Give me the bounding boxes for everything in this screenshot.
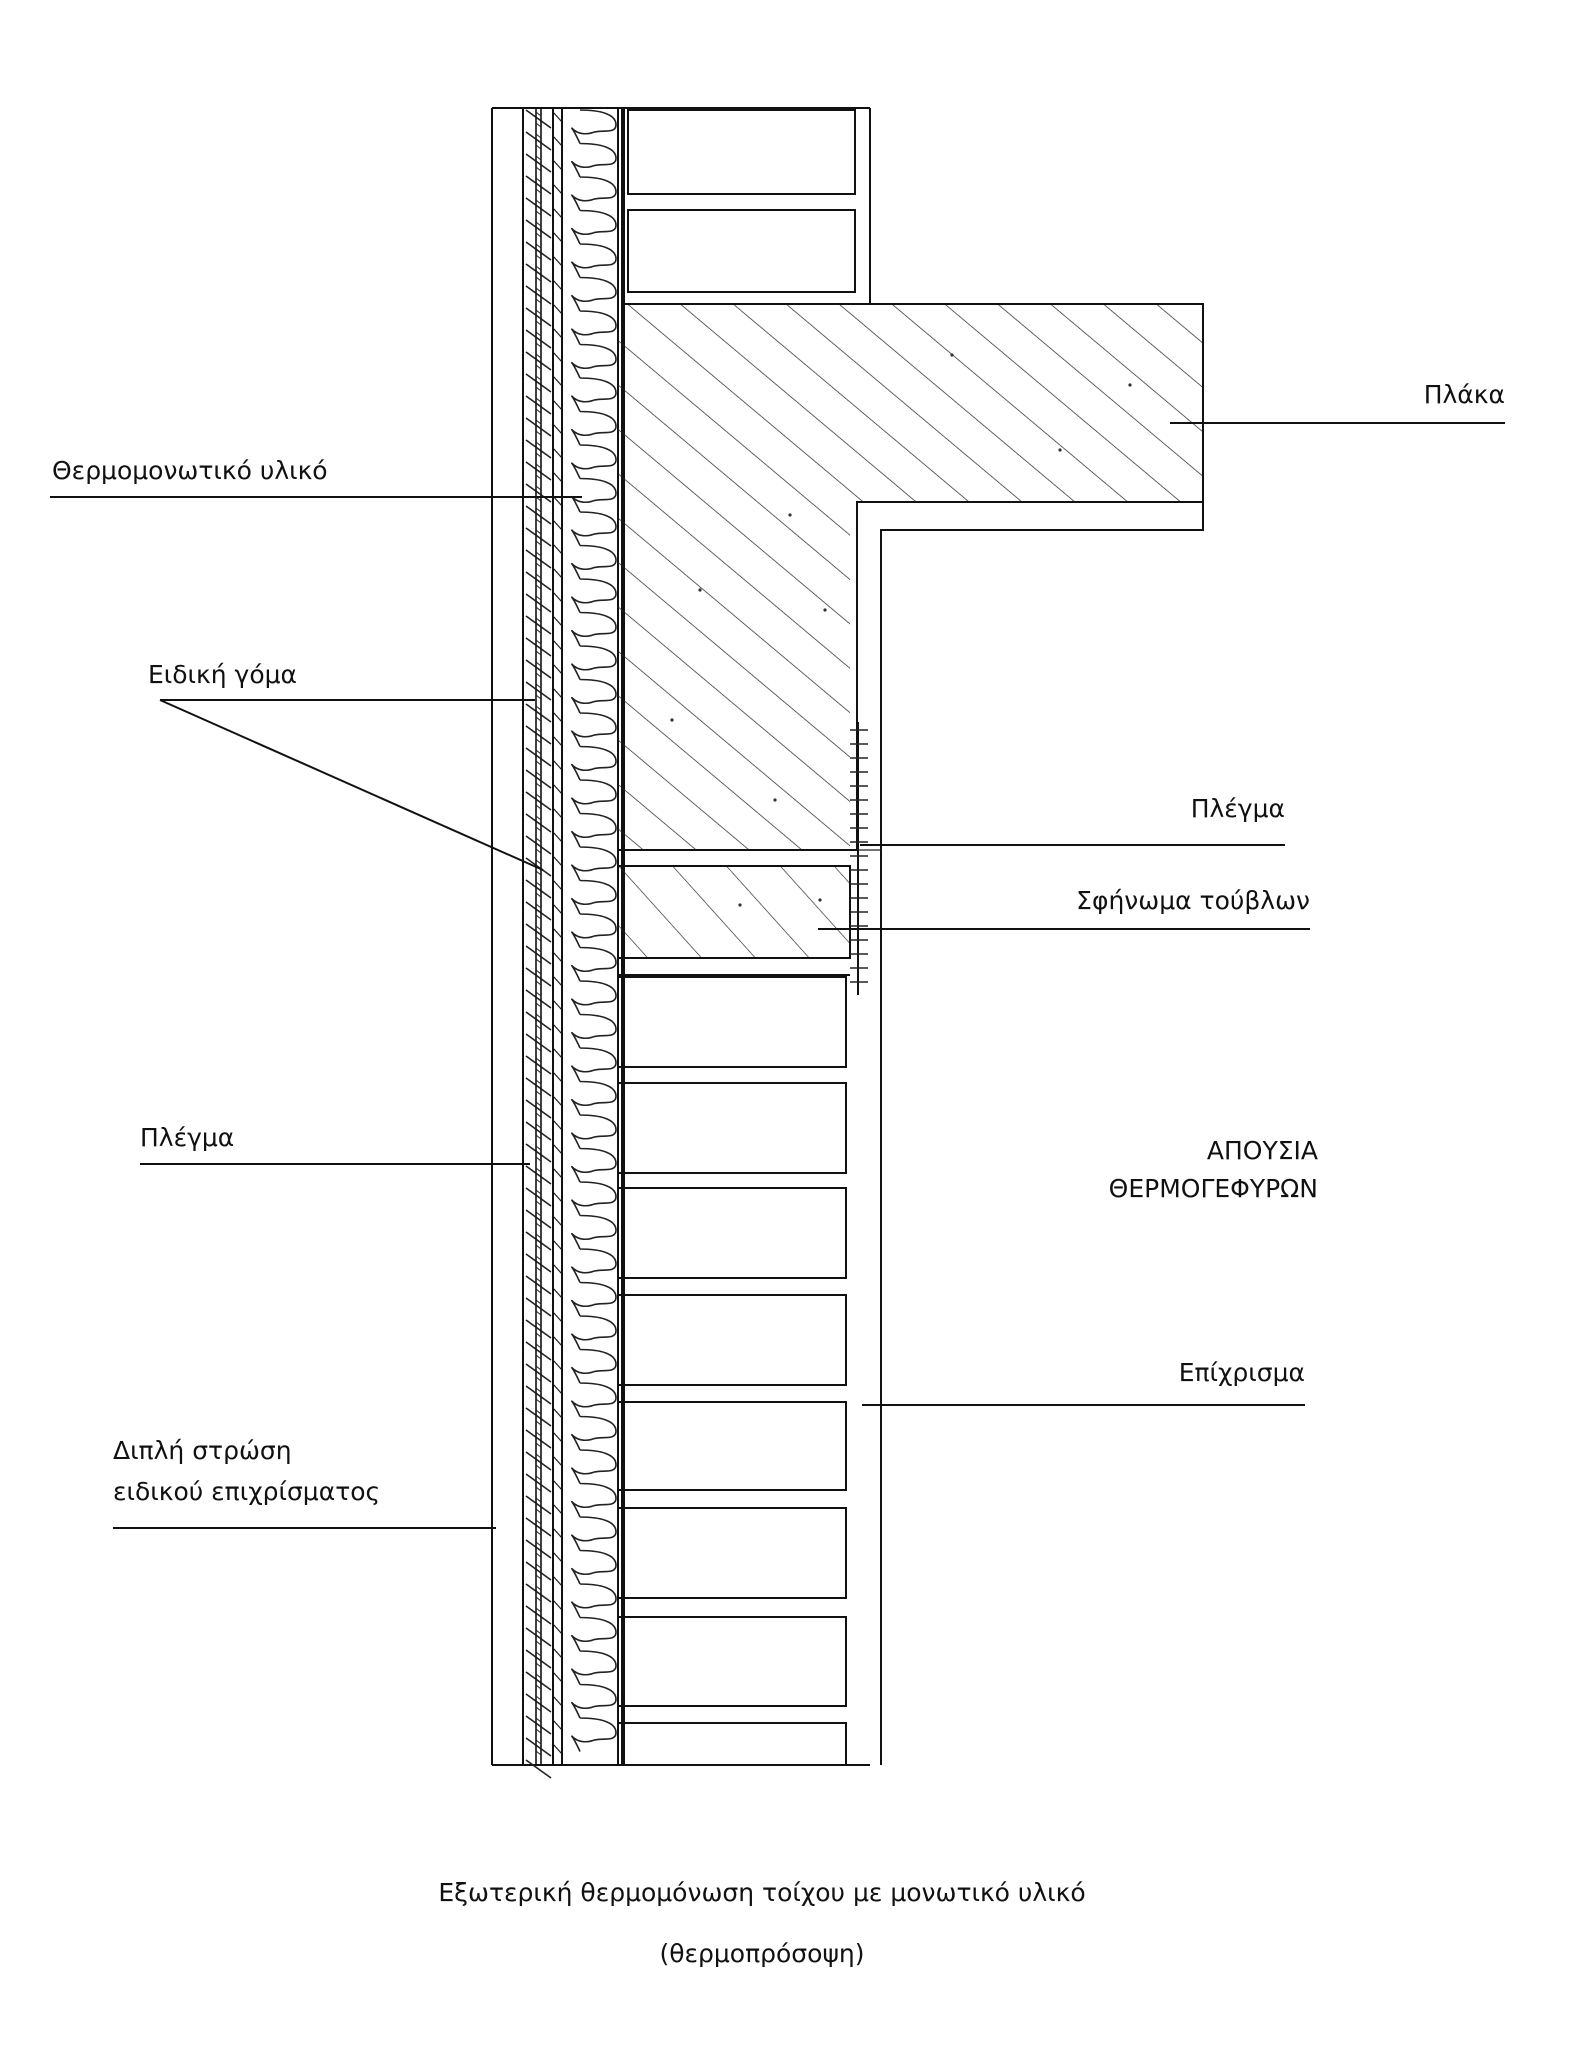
- caption-line-1: Εξωτερική θερμομόνωση τοίχου με μονωτικό…: [438, 1878, 1085, 1907]
- label-double-layer-1: Διπλή στρώση: [113, 1436, 292, 1465]
- label-mesh-left: Πλέγμα: [140, 1123, 234, 1152]
- right-mesh: [850, 722, 868, 995]
- label-no-bridges-2: ΘΕΡΜΟΓΕΦΥΡΩΝ: [1109, 1174, 1318, 1203]
- label-brick-wedge: Σφήνωμα τούβλων: [1076, 886, 1310, 915]
- label-insulation: Θερμομονωτικό υλικό: [52, 456, 328, 485]
- label-adhesive: Ειδική γόμα: [148, 660, 297, 689]
- label-plaster: Επίχρισμα: [1179, 1358, 1305, 1387]
- leader-lines: [50, 422, 1505, 1529]
- label-slab: Πλάκα: [1424, 380, 1505, 409]
- lower-bricks: [617, 976, 847, 1766]
- label-mesh-right: Πλέγμα: [1191, 794, 1285, 823]
- adhesive-mesh-band: [525, 108, 563, 1779]
- upper-bricks: [627, 108, 871, 304]
- label-no-bridges-1: ΑΠΟΥΣΙΑ: [1207, 1136, 1318, 1165]
- outer-plaster-layer: [491, 107, 870, 1766]
- caption-line-2: (θερμοπρόσοψη): [659, 1939, 864, 1968]
- insulation-layer: [552, 108, 625, 1765]
- concrete-slab: [618, 303, 1204, 1765]
- brick-wedge: [617, 865, 851, 976]
- label-double-layer-2: ειδικού επιχρίσματος: [113, 1477, 380, 1506]
